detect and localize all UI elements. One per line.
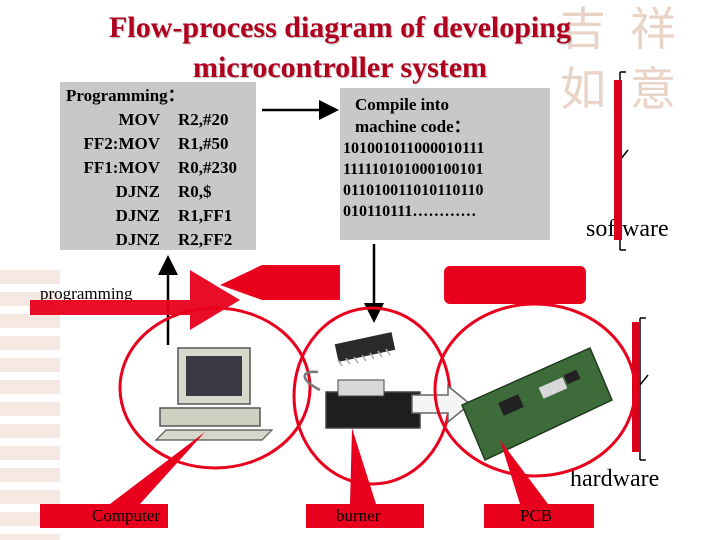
computer-callout-shape [40, 504, 168, 528]
pcb-circle [433, 302, 637, 478]
hardware-label: hardware [570, 466, 660, 492]
title-line-1: Flow-process diagram of developing [109, 11, 571, 44]
code-label-5: DJNZ [115, 206, 160, 225]
machine-code-box [340, 88, 550, 240]
burner-device-icon [303, 370, 421, 429]
pcb-callout-tail [500, 440, 548, 504]
programming-code-box [60, 82, 256, 250]
binary-line-1: 101001011000010111 [343, 140, 485, 157]
code-label-6: DJNZ [115, 230, 160, 249]
computer-callout-text: Computer [92, 506, 160, 525]
burner-callout-shape [306, 504, 424, 528]
code-label-4: DJNZ [115, 182, 160, 201]
code-label-1: MOV [118, 110, 160, 129]
code-operand-3: R0,#230 [178, 158, 238, 177]
hardware-bracket [639, 317, 649, 461]
chip-icon [334, 332, 396, 367]
operate-box-shape [444, 266, 586, 304]
code-label-2: FF2:MOV [83, 134, 160, 153]
diagram-title: Flow-process diagram of developing micro… [60, 8, 620, 88]
programming-label: programming [40, 284, 133, 303]
code-operand-6: R2,FF2 [178, 230, 233, 249]
computer-circle [118, 306, 312, 470]
pcb-board-icon [461, 347, 613, 462]
programming-heading: Programming： [66, 86, 185, 105]
burning-arrow-shape [220, 265, 340, 300]
code-operand-2: R1,#50 [178, 134, 229, 153]
pcb-callout-text: PCB [520, 506, 553, 525]
compile-line-2: machine code： [355, 117, 471, 136]
code-operand-1: R2,#20 [178, 110, 229, 129]
watermark-char-3: 如 [560, 62, 606, 116]
burner-callout-text: burner [336, 506, 381, 525]
binary-line-2: 111110101000100101 [343, 161, 484, 178]
code-operand-5: R1,FF1 [178, 206, 233, 225]
software-label: software [586, 216, 669, 242]
title-line-2: microcontroller system [192, 51, 488, 84]
code-label-3: FF1:MOV [83, 158, 160, 177]
compile-line-1: Compile into [355, 95, 449, 114]
watermark-char-1: 吉 [560, 2, 606, 56]
connection-arrow [411, 384, 472, 424]
binary-line-3: 011010011010110110 [343, 182, 484, 199]
pcb-callout-shape [484, 504, 594, 528]
computer-callout-tail [110, 432, 205, 504]
code-operand-4: R0,$ [178, 182, 212, 201]
software-red-bar [614, 80, 622, 240]
binary-line-4: 010110111………… [343, 203, 477, 220]
watermark-char-4: 意 [630, 62, 676, 116]
programming-arrow-shape [30, 270, 240, 330]
burner-callout-tail [350, 428, 376, 504]
computer-icon [154, 347, 274, 441]
watermark-char-2: 祥 [630, 2, 676, 56]
machine-code-text: Compile into machine code： 1010010110000… [343, 94, 484, 222]
